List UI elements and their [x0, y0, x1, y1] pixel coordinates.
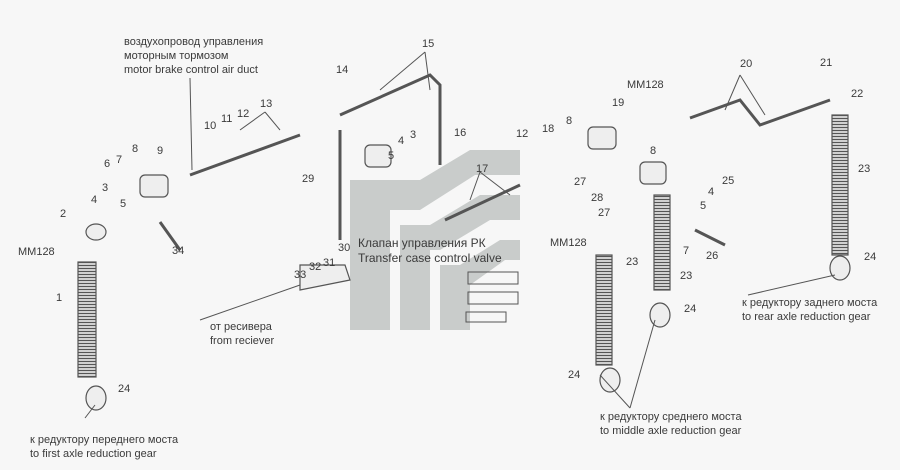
callout-number: 12 [516, 128, 529, 140]
transfer-case-caption-en: Transfer case control valve [358, 251, 502, 265]
callout-number: 28 [591, 192, 604, 204]
callout-number: 2 [60, 208, 67, 220]
from-receiver-ru: от ресивера [210, 321, 272, 333]
callout-number: 18 [542, 123, 555, 135]
callout-number: 8 [566, 115, 573, 127]
elbow-24-front [85, 385, 107, 411]
callout-number: 8 [650, 145, 657, 157]
callout-number: 12 [237, 108, 250, 120]
hose-23b [653, 194, 671, 291]
valve-right-2 [639, 161, 667, 185]
elbow-24-mid2 [649, 302, 671, 328]
callout-number: 32 [309, 261, 322, 273]
callout-number: 9 [157, 145, 164, 157]
callout-number: 31 [323, 257, 336, 269]
hose-1 [77, 261, 97, 378]
front-axle-en: to first axle reduction gear [30, 448, 157, 460]
callout-number: 27 [574, 176, 587, 188]
callout-number: 16 [454, 127, 467, 139]
callout-number: 4 [398, 135, 405, 147]
callout-number: 7 [683, 245, 690, 257]
callout-number: 11 [221, 113, 233, 125]
from-receiver-en: from reciever [210, 335, 275, 347]
callout-number: 19 [612, 97, 625, 109]
elbow-2 [85, 223, 107, 241]
callout-number: 23 [680, 270, 693, 282]
callout-number: 6 [104, 158, 111, 170]
callout-number: 26 [706, 250, 719, 262]
callout-number: 5 [388, 150, 395, 162]
callout-number: 33 [294, 269, 307, 281]
callout-number: 15 [422, 38, 435, 50]
leader-lines [84, 51, 836, 419]
callout-number: 20 [740, 58, 753, 70]
bolt-26 [694, 228, 726, 247]
elbow-24-mid [599, 367, 621, 393]
callout-number: 23 [858, 163, 871, 175]
callout-number: 29 [302, 173, 315, 185]
hose-23a [595, 254, 613, 366]
bolt-34 [158, 221, 182, 251]
watermark-logo [350, 150, 520, 330]
middle-axle-ru: к редуктору среднего моста [600, 411, 742, 423]
callout-number: 4 [708, 186, 715, 198]
callout-number: 8 [132, 143, 139, 155]
callout-number: 21 [820, 57, 833, 69]
motor-brake-caption-ru-2: моторным тормозом [124, 50, 229, 62]
callout-number: 24 [568, 369, 581, 381]
rear-axle-en: to rear axle reduction gear [742, 311, 871, 323]
transfer-case-caption-ru: Клапан управления РК [358, 236, 486, 250]
callout-number: 24 [864, 251, 877, 263]
hose-23c [831, 114, 849, 256]
parts [77, 73, 851, 411]
callout-number: 24 [684, 303, 697, 315]
callout-number: 24 [118, 383, 131, 395]
front-axle-ru: к редуктору переднего моста [30, 434, 179, 446]
callout-number: 14 [336, 64, 349, 76]
elbow-30 [299, 264, 351, 291]
elbow-24-rear [829, 255, 851, 281]
callout-number: 23 [626, 256, 639, 268]
valve-left [139, 174, 169, 198]
motor-brake-caption-ru-1: воздухопровод управления [124, 36, 264, 48]
motor-brake-caption-en: motor brake control air duct [124, 64, 258, 76]
callout-number: 1 [56, 292, 63, 304]
callout-number: 25 [722, 175, 735, 187]
callout-number: 4 [91, 194, 98, 206]
callout-number: 10 [204, 120, 217, 132]
callout-number: 5 [700, 200, 707, 212]
callout-number: MM128 [550, 237, 587, 249]
callout-number: 17 [476, 163, 489, 175]
callout-number: 27 [598, 207, 611, 219]
callout-number: MM128 [18, 246, 55, 258]
callout-number: 34 [172, 245, 185, 257]
middle-axle-en: to middle axle reduction gear [600, 425, 742, 437]
callout-number: 5 [120, 198, 127, 210]
callout-number: MM128 [627, 79, 664, 91]
callout-number: 3 [102, 182, 109, 194]
valve-center [364, 144, 392, 168]
callout-number: 13 [260, 98, 273, 110]
callout-number: 30 [338, 242, 351, 254]
rear-axle-ru: к редуктору заднего моста [742, 297, 878, 309]
callout-number: 7 [116, 154, 123, 166]
valve-right-1 [587, 126, 617, 150]
callout-number: 3 [410, 129, 417, 141]
callout-number: 22 [851, 88, 864, 100]
